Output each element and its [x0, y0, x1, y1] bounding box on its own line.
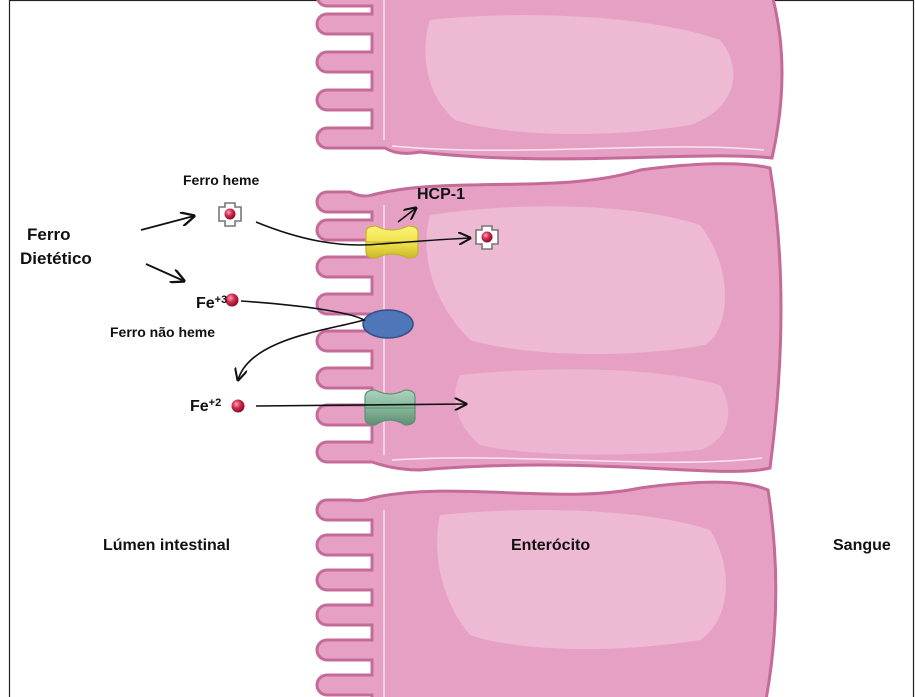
fe3-charge: +3: [215, 294, 228, 306]
lumen-label: Lúmen intestinal: [103, 538, 230, 554]
enterocyte-bottom: [317, 482, 776, 697]
fe2-label: Fe+2: [190, 399, 221, 415]
ferro-heme-label: Ferro heme: [183, 173, 259, 187]
cell-highlight-bottom: [437, 510, 726, 649]
enterocyte-top: [317, 0, 782, 159]
fe3-base: Fe: [196, 295, 215, 312]
fe2-base: Fe: [190, 398, 209, 415]
cell-highlight-middle: [426, 206, 725, 354]
arrow-to-heme: [141, 216, 194, 230]
sangue-label: Sangue: [833, 538, 891, 554]
ferro-dietetico-label-line2: Dietético: [20, 250, 92, 267]
dmt1-transporter: [365, 390, 415, 425]
arrow-to-nonheme: [146, 264, 184, 281]
dcytb-enzyme: [363, 310, 413, 338]
fe3-label: Fe+3: [196, 296, 227, 312]
cell-highlight-middle-2: [455, 369, 728, 454]
enterocito-label: Enterócito: [511, 538, 590, 554]
fe3-ion: [226, 294, 239, 307]
hcp1-label: HCP-1: [417, 187, 465, 203]
heme-symbol-lumen: [219, 203, 241, 226]
cell-highlight-top: [425, 15, 733, 134]
ferro-nao-heme-label: Ferro não heme: [110, 325, 215, 339]
fe2-charge: +2: [209, 397, 222, 409]
fe2-ion: [232, 400, 245, 413]
ferro-dietetico-label-line1: Ferro: [27, 226, 70, 243]
